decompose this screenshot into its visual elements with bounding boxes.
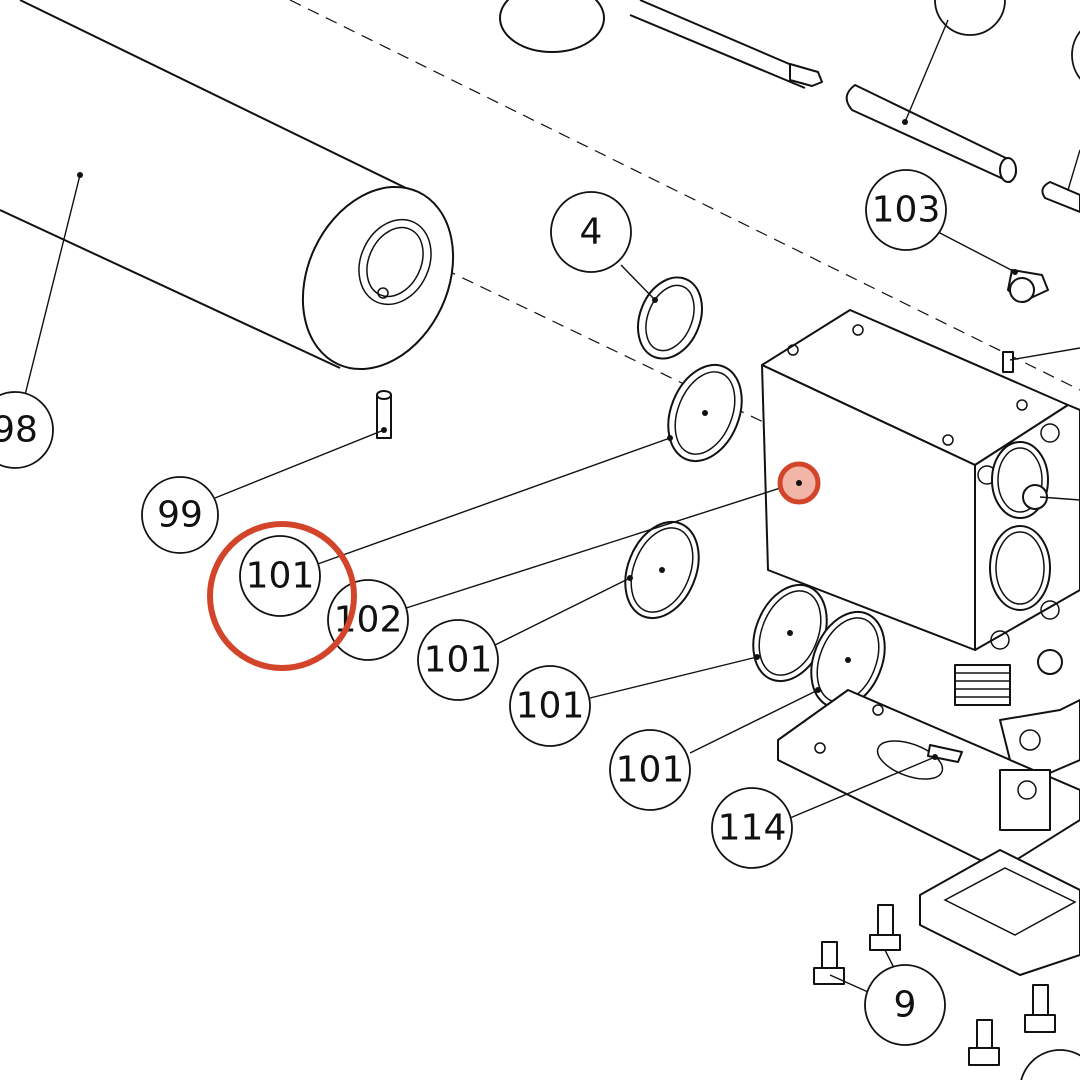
callout-top-right-partial <box>1071 30 1080 80</box>
svg-text:101: 101 <box>616 750 685 791</box>
callout-98[interactable]: 98 <box>0 391 54 469</box>
callout-102[interactable]: 102 <box>327 579 409 661</box>
callout-bottom-partial <box>1020 1049 1080 1080</box>
base-plate <box>777 689 1080 976</box>
pin-99 <box>376 390 392 439</box>
top-parts <box>499 0 1080 303</box>
circle-outline-icon <box>207 521 357 671</box>
svg-text:101: 101 <box>516 686 585 727</box>
callout-4[interactable]: 4 <box>550 191 632 273</box>
valve-block <box>761 309 1080 675</box>
oring-4 <box>637 276 703 360</box>
cylinder-tube <box>0 0 455 371</box>
callout-101-d[interactable]: 101 <box>609 729 691 811</box>
cap-screws <box>813 904 1056 1066</box>
svg-text:114: 114 <box>718 808 787 849</box>
threaded-fitting <box>954 664 1011 706</box>
callout-9[interactable]: 9 <box>864 964 946 1046</box>
spring-114 <box>927 744 963 763</box>
top-oring <box>499 0 605 53</box>
svg-text:101: 101 <box>246 556 315 597</box>
svg-text:4: 4 <box>580 212 603 253</box>
callout-99[interactable]: 99 <box>141 476 219 554</box>
svg-text:103: 103 <box>872 190 941 231</box>
rod-tip <box>789 63 823 87</box>
leader-lines <box>24 19 1080 993</box>
callout-top-partial <box>934 0 1006 36</box>
callouts: 98 99 102 101 101 101 101 114 <box>0 169 1080 1080</box>
callout-103[interactable]: 103 <box>865 169 947 251</box>
svg-text:99: 99 <box>157 495 203 536</box>
callout-101-b[interactable]: 101 <box>417 619 499 701</box>
block-port-lower <box>989 525 1051 611</box>
pin-bar <box>845 84 1017 183</box>
callout-114[interactable]: 114 <box>711 787 793 869</box>
callout-101-c[interactable]: 101 <box>509 665 591 747</box>
highlight-point <box>777 461 821 505</box>
callout-101-a[interactable]: 101 <box>239 535 321 617</box>
base-block <box>919 849 1080 976</box>
svg-text:101: 101 <box>424 640 493 681</box>
svg-text:9: 9 <box>894 985 917 1026</box>
small-pin <box>1002 351 1014 373</box>
cylinder-bore <box>358 218 432 306</box>
svg-text:98: 98 <box>0 410 38 451</box>
